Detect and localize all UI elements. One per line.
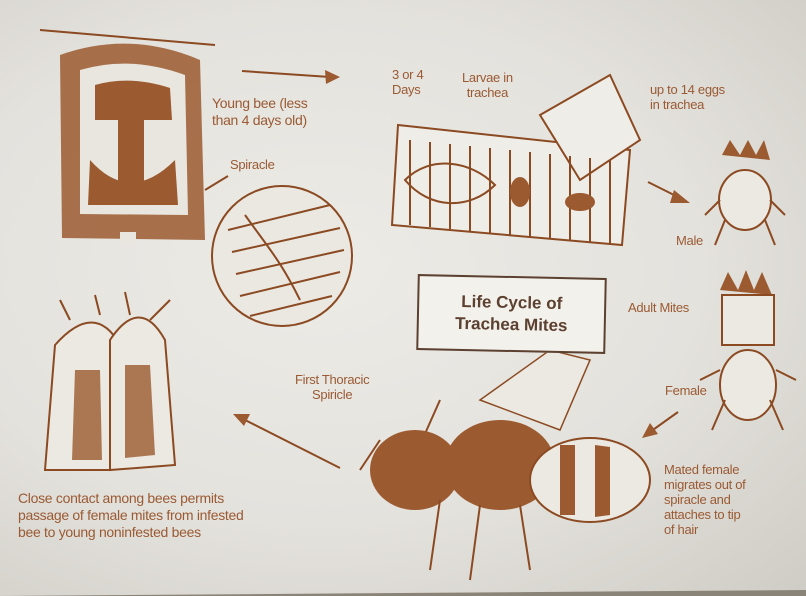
mated-female-label: Mated female migrates out of spiracle an…: [664, 462, 746, 537]
trachea-tube: [392, 75, 640, 245]
close-contact-label: Close contact among bees permits passage…: [18, 490, 243, 541]
adult-mites-label: Adult Mites: [628, 300, 689, 315]
spiracle-magnified: [205, 176, 352, 326]
female-mite: [700, 270, 796, 430]
young-bee-label: Young bee (less than 4 days old): [212, 95, 307, 129]
title-line-2: Trachea Mites: [455, 313, 568, 337]
diagram-title: Life Cycle of Trachea Mites: [416, 274, 607, 354]
adult-bee: [360, 350, 650, 580]
eggs-label: up to 14 eggs in trachea: [650, 82, 725, 112]
male-mite: [705, 140, 785, 245]
title-line-1: Life Cycle of: [461, 291, 563, 315]
spiracle-label: Spiracle: [230, 157, 275, 172]
male-label: Male: [676, 233, 703, 248]
days-label: 3 or 4 Days: [392, 67, 423, 97]
thorax-cross-section: [40, 30, 215, 242]
larvae-label: Larvae in trachea: [462, 70, 513, 100]
first-thoracic-label: First Thoracic Spiricle: [295, 372, 369, 402]
two-bees: [45, 292, 175, 470]
female-label: Female: [665, 383, 707, 398]
